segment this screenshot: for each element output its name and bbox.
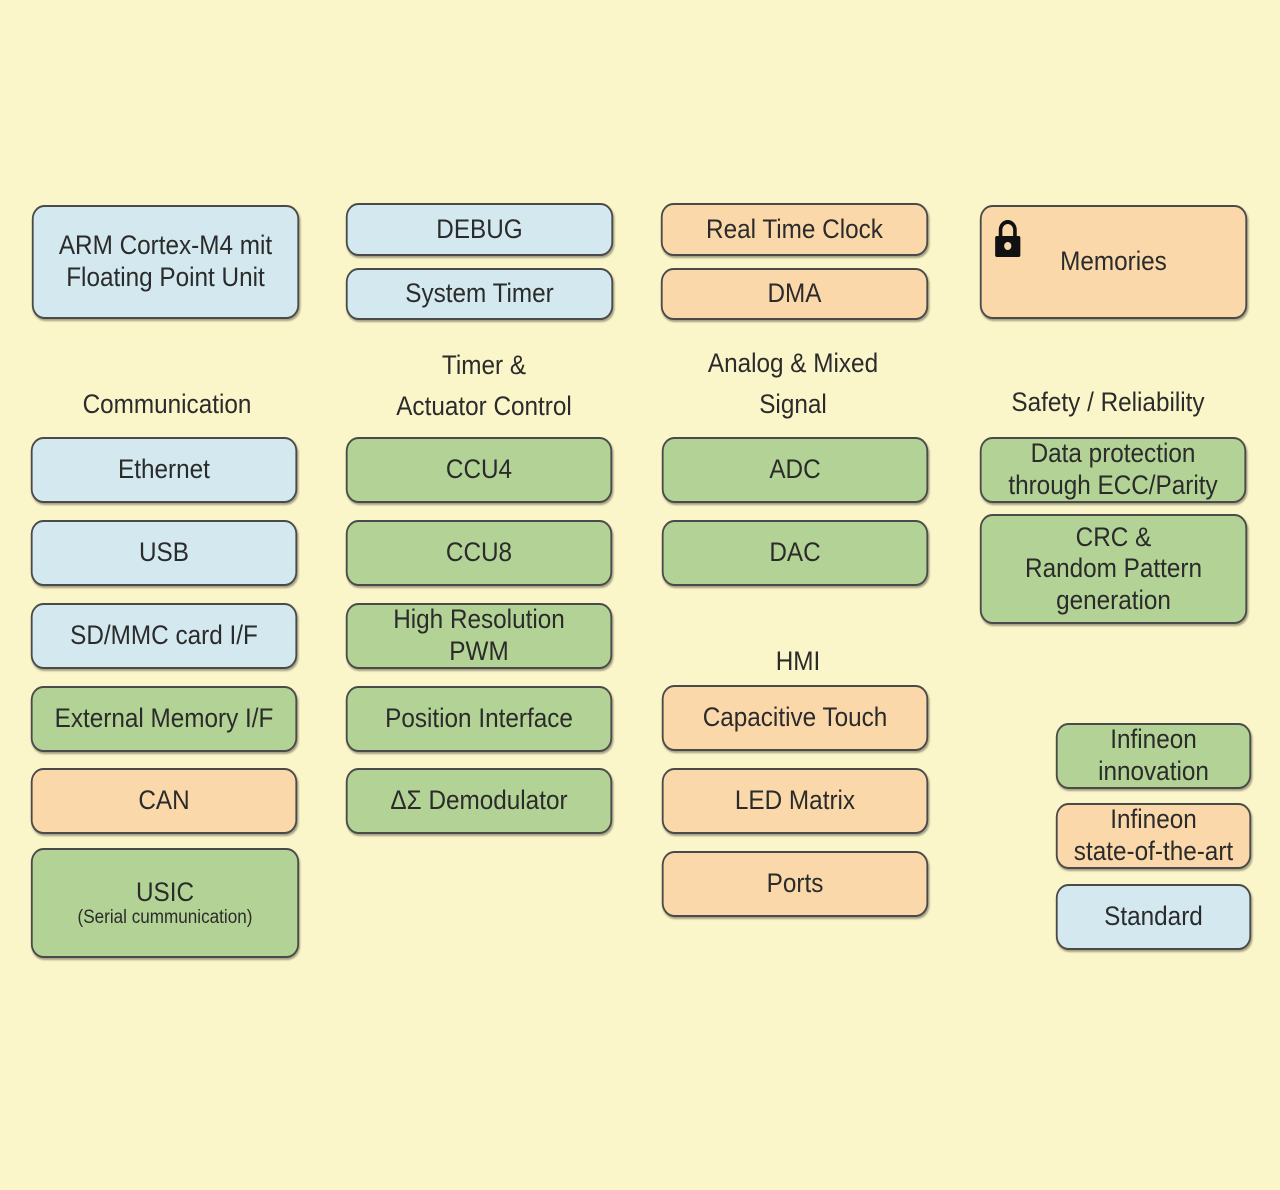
sd-mmc-box: SD/MMC card I/F: [30, 603, 298, 669]
legend-state-of-the-art: Infineon state-of-the-art: [1055, 803, 1252, 869]
timer-heading: Timer & Actuator Control: [396, 350, 572, 421]
adc-box: ADC: [661, 437, 929, 503]
lock-icon: [995, 220, 1021, 257]
legend-standard: Standard: [1055, 884, 1252, 950]
dma-label: DMA: [767, 278, 822, 309]
system-timer-label: System Timer: [405, 278, 554, 309]
memories-label: Memories: [1060, 246, 1167, 277]
can-box: CAN: [30, 768, 298, 834]
analog-heading: Analog & Mixed Signal: [707, 348, 879, 419]
crc-random-pattern-box: CRC & Random Pattern generation: [979, 514, 1248, 624]
external-memory-box: External Memory I/F: [30, 686, 298, 752]
position-interface-box: Position Interface: [345, 686, 613, 752]
rtc-label: Real Time Clock: [706, 213, 883, 244]
usic-subtitle: (Serial cummunication): [77, 907, 253, 929]
dma-box: DMA: [660, 268, 929, 320]
real-time-clock-box: Real Time Clock: [660, 203, 929, 256]
debug-label: DEBUG: [436, 213, 523, 244]
dac-box: DAC: [661, 520, 929, 586]
ccu8-box: CCU8: [345, 520, 613, 586]
system-timer-box: System Timer: [345, 268, 614, 320]
safety-heading: Safety / Reliability: [1011, 387, 1205, 417]
communication-heading: Communication: [82, 389, 252, 419]
hmi-heading: HMI: [775, 646, 821, 676]
legend-innovation: Infineon innovation: [1055, 723, 1252, 789]
arm-line-2: Floating Point Unit: [66, 262, 265, 292]
arm-line-1: ARM Cortex-M4 mit: [58, 230, 273, 261]
usic-box: USIC (Serial cummunication): [30, 848, 300, 958]
led-matrix-box: LED Matrix: [661, 768, 929, 834]
ecc-parity-box: Data protection through ECC/Parity: [979, 437, 1247, 503]
ports-box: Ports: [661, 851, 929, 917]
ccu4-box: CCU4: [345, 437, 613, 503]
arm-cortex-m4-box: ARM Cortex-M4 mit Floating Point Unit: [31, 205, 300, 319]
delta-sigma-demodulator-box: ΔΣ Demodulator: [345, 768, 613, 834]
capacitive-touch-box: Capacitive Touch: [661, 685, 929, 751]
debug-box: DEBUG: [345, 203, 614, 256]
usb-box: USB: [30, 520, 298, 586]
ethernet-box: Ethernet: [30, 437, 298, 503]
memories-box: Memories: [979, 205, 1248, 319]
hrpwm-box: High Resolution PWM: [345, 603, 613, 669]
